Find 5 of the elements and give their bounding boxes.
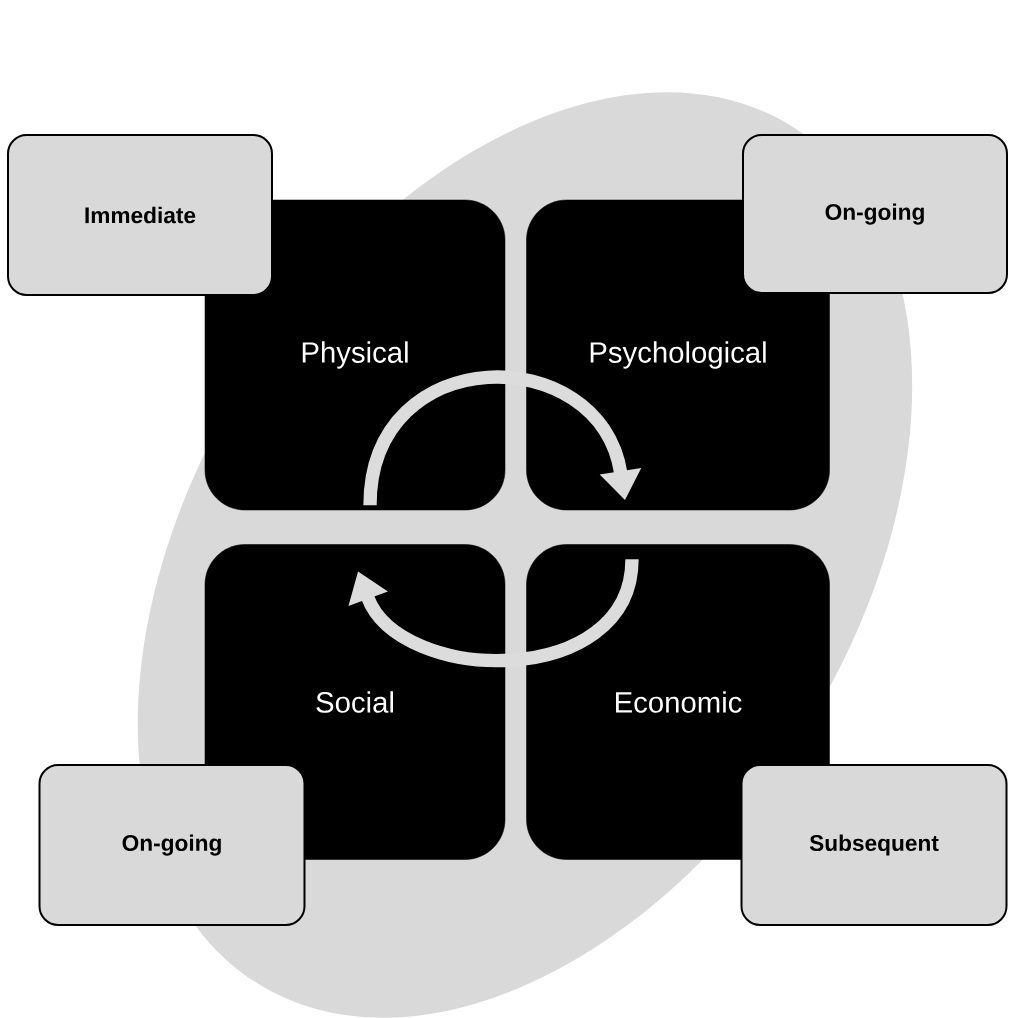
label-box: On-going bbox=[742, 134, 1008, 294]
label-box: Immediate bbox=[7, 134, 273, 296]
curved-arrow bbox=[363, 370, 642, 507]
label-box: Subsequent bbox=[740, 764, 1008, 926]
label-box: On-going bbox=[38, 764, 306, 926]
